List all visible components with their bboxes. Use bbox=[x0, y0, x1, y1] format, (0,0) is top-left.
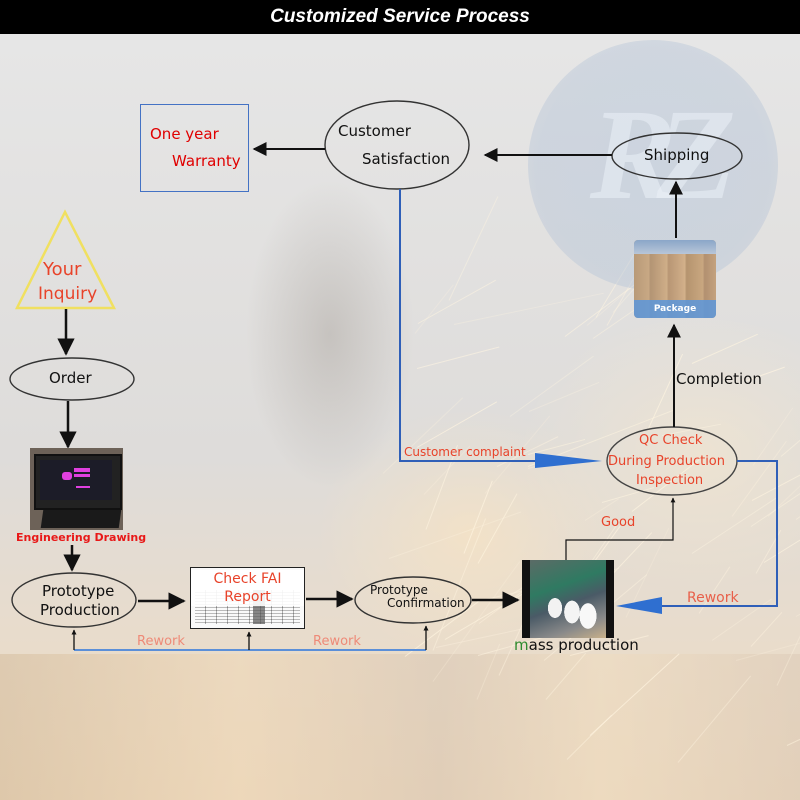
prototype-production-line1: Prototype bbox=[42, 582, 115, 600]
rework-right-label: Rework bbox=[313, 634, 361, 649]
completion-label: Completion bbox=[676, 370, 762, 388]
prototype-confirmation-line1: Prototype bbox=[370, 583, 428, 597]
mass-production-label-first: m bbox=[514, 636, 529, 654]
mass-production-photo[interactable] bbox=[522, 560, 614, 638]
package-photo-ceiling bbox=[634, 240, 716, 254]
fai-report-title: Check FAI Report bbox=[191, 570, 304, 606]
shipping-label: Shipping bbox=[644, 146, 710, 164]
factory-workers-image bbox=[530, 560, 606, 638]
customer-satisfaction-ellipse[interactable] bbox=[324, 100, 470, 190]
qc-rework-arrowhead bbox=[616, 597, 662, 614]
customer-complaint-line bbox=[399, 189, 540, 462]
customer-satisfaction-line1: Customer bbox=[338, 122, 411, 140]
qc-check-line3: Inspection bbox=[636, 473, 704, 488]
fai-report-document[interactable]: Check FAI Report bbox=[190, 567, 305, 629]
background-sparks-area bbox=[0, 654, 800, 800]
qc-check-line2: During Production bbox=[608, 454, 725, 469]
prototype-production-ellipse[interactable] bbox=[11, 572, 137, 628]
cad-screen bbox=[40, 460, 112, 500]
mass-production-label-rest: ass production bbox=[528, 636, 639, 654]
inquiry-triangle[interactable] bbox=[14, 209, 117, 310]
rework-mass-label: Rework bbox=[687, 590, 739, 606]
customer-complaint-arrowhead bbox=[535, 453, 602, 468]
customer-satisfaction-line2: Satisfaction bbox=[362, 150, 451, 168]
customer-complaint-label: Customer complaint bbox=[404, 445, 526, 459]
warranty-box[interactable] bbox=[140, 104, 249, 192]
qc-check-line1: QC Check bbox=[639, 433, 703, 448]
watermark-text: RZ bbox=[589, 83, 736, 227]
engineering-drawing-photo[interactable] bbox=[30, 448, 123, 530]
page-title: Customized Service Process bbox=[0, 0, 800, 34]
warranty-line2: Warranty bbox=[172, 152, 241, 170]
prototype-confirmation-line2: Confirmation bbox=[387, 596, 465, 610]
prototype-confirmation-ellipse[interactable] bbox=[354, 576, 472, 624]
qc-rework-line bbox=[660, 460, 778, 607]
arrow-mass-to-qc-good bbox=[565, 497, 676, 560]
inquiry-line2: Inquiry bbox=[38, 284, 98, 304]
keyboard-icon bbox=[40, 510, 122, 528]
warranty-line1: One year bbox=[150, 125, 219, 143]
order-label: Order bbox=[49, 369, 92, 387]
good-label: Good bbox=[601, 515, 636, 530]
inquiry-line1: Your bbox=[43, 259, 82, 280]
engineering-drawing-label: Engineering Drawing bbox=[16, 531, 147, 544]
rework-left-label: Rework bbox=[137, 634, 185, 649]
monitor-icon bbox=[34, 454, 122, 510]
prototype-production-line2: Production bbox=[40, 601, 120, 619]
package-photo[interactable]: Package bbox=[634, 240, 716, 318]
order-ellipse[interactable] bbox=[9, 357, 135, 401]
mass-production-label: mass production bbox=[514, 636, 639, 654]
package-label: Package bbox=[634, 300, 716, 318]
